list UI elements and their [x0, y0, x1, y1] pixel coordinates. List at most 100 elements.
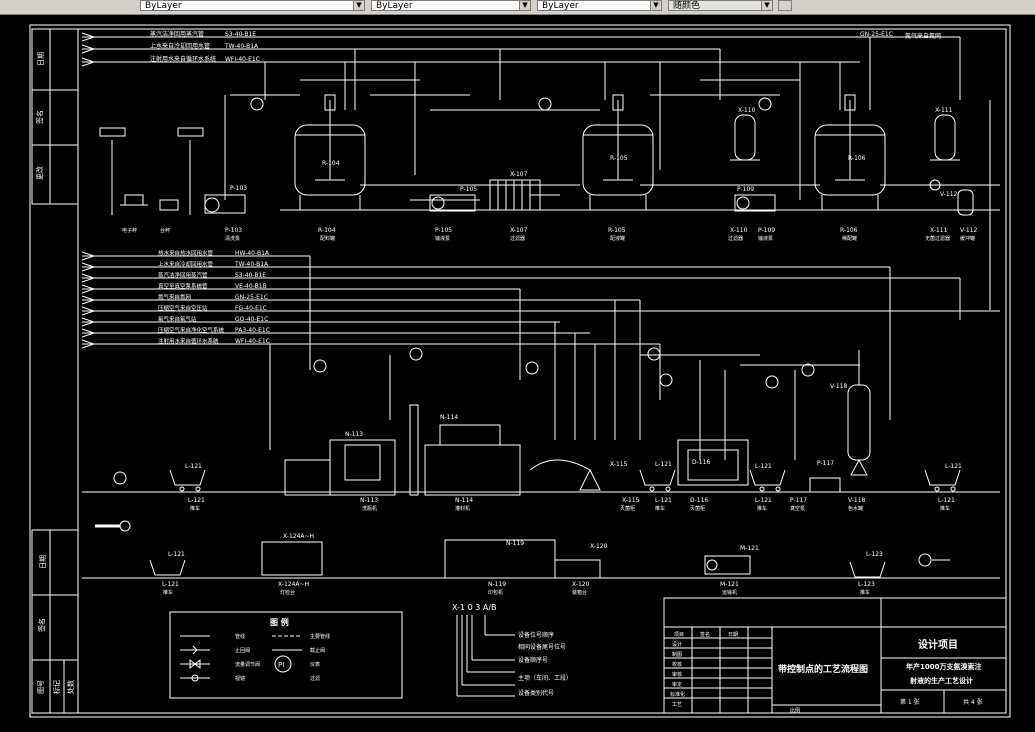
drawing-canvas[interactable]: 日期 签名 更改 日期 签名 图号 标记 处数 蒸汽洁净回用蒸汽管 S3-40-… [0, 15, 1035, 728]
r104-tag: R-104 [322, 160, 340, 167]
v112-top-tag: V-112 [940, 191, 958, 198]
balance1-label: 电子秤 [122, 227, 137, 234]
chevron-down-icon[interactable]: ▼ [353, 1, 364, 10]
title-block-row-4: 审核 [672, 671, 682, 678]
tag-explainer-line-3: 设备顺序号 [518, 656, 548, 664]
legend-item-8: 过滤 [310, 675, 320, 682]
top-line-tag-2: TW-40-B1A [224, 43, 259, 50]
legend-item-6: 仪表 [310, 661, 320, 668]
v118-tag2: V-118 [848, 497, 866, 504]
mid-line-tag-5: GN-25-E1C [235, 294, 268, 301]
p117-tag: P-117 [817, 460, 834, 467]
r106-tag: R-106 [848, 155, 866, 162]
sheet-total: 共 4 张 [963, 698, 983, 706]
x111-name: 无菌过滤器 [925, 235, 950, 242]
lineweight-combo[interactable]: ByLayer ▼ [537, 0, 662, 11]
title-block-row-7: 工艺 [672, 702, 682, 708]
plotstyle-combo[interactable]: 随颜色 ▼ [668, 0, 773, 11]
legend-item-7: 视镜 [235, 675, 245, 682]
legend-box [169, 611, 403, 699]
legend-item-4: 截止阀 [310, 647, 325, 654]
filter-x107 [489, 179, 541, 211]
top-line-tag-1: S3-40-B1E [225, 31, 256, 38]
x115-tag: X-115 [610, 461, 628, 468]
d116-name: 灭菌柜 [690, 505, 705, 512]
pump-p109 [734, 194, 776, 212]
p105-tag: P-105 [460, 186, 477, 193]
mid-line-label-5: 氮气来自氮网 [158, 293, 192, 301]
project-name-line1: 年产1000万支氨溴索注 [906, 662, 981, 671]
mid-line-label-2: 上水来自冷却回用水管 [158, 260, 214, 268]
pump-p105 [429, 194, 476, 212]
pump-p103 [204, 194, 246, 214]
x107-name: 过滤器 [510, 235, 525, 242]
chevron-down-icon[interactable]: ▼ [761, 1, 772, 10]
mid-line-tag-8: PA3-40-E1C [235, 327, 270, 334]
mid-line-tag-1: HW-40-B1A [235, 250, 270, 257]
n119-name: 印包机 [488, 589, 503, 596]
x107-top-tag: X-107 [510, 171, 528, 178]
left-margin-label-date2: 日期 [39, 555, 47, 569]
layer-combo-value: ByLayer [145, 1, 182, 11]
r106-name: 稀配罐 [842, 235, 857, 242]
scale-label: 比例 [790, 707, 800, 714]
mid-line-label-9: 注射用水来自循环水系统 [158, 337, 219, 345]
mid-l121-tag-d2: L-121 [938, 497, 955, 504]
v118-name: 色水罐 [848, 505, 863, 512]
m121-tag2: M-121 [720, 581, 739, 588]
p109-top-tag: P-109 [737, 186, 754, 193]
top-line-label-1: 蒸汽洁净回用蒸汽管 [150, 30, 204, 38]
mid-l121-name-c: 推车 [757, 505, 767, 512]
r106-name-tag: R-106 [840, 227, 858, 234]
left-margin-top [31, 28, 79, 205]
legend-title: 图 例 [270, 617, 289, 627]
left-margin-label-sign: 签名 [35, 110, 44, 124]
mid-line-label-4: 真空至真空泵系统管 [158, 282, 208, 290]
layer-combo[interactable]: ByLayer ▼ [140, 0, 365, 11]
d116-tag2: D-116 [690, 497, 708, 504]
title-block-row-5: 审定 [672, 681, 682, 688]
drawing-frame [29, 24, 1011, 718]
project-name-line2: 射液的生产工艺设计 [909, 676, 973, 685]
l123-tag2: L-123 [858, 581, 875, 588]
m121-name: 运输机 [722, 589, 737, 596]
mid-line-label-1: 热水来自热水回用水管 [158, 249, 214, 257]
bottom-production-line [82, 520, 1000, 579]
reactor-r106 [814, 94, 886, 210]
n114-name: 灌封机 [455, 505, 470, 512]
left-margin-label-mark: 标记 [52, 680, 61, 694]
left-margin-bottom [31, 529, 79, 714]
mid-l121-tag-b2: L-121 [655, 497, 672, 504]
left-margin-label-count: 处数 [66, 680, 75, 694]
x124-tag: X-124A~H [283, 533, 314, 540]
title-block [663, 597, 1007, 714]
top-right-line-tag: GN-25-E1C [860, 31, 893, 38]
p117-tag2: P-117 [790, 497, 807, 504]
l123-name: 推车 [860, 589, 870, 596]
x120-name: 装箱台 [572, 589, 587, 596]
mid-line-tag-6: FG-40-E1C [235, 305, 267, 312]
chevron-down-icon[interactable]: ▼ [650, 1, 661, 10]
tag-explainer-code: X-1 0 3 A/B [452, 603, 497, 612]
toolbar-extra-button[interactable] [778, 0, 792, 11]
x115-name: 灭菌柜 [620, 505, 635, 512]
top-line-label-3: 注射用水来自循环水系统 [150, 55, 216, 63]
tag-explainer-line-4: 主项（车间、工段） [518, 674, 572, 682]
mid-l121-name-a: 推车 [190, 505, 200, 512]
drawing-title: 带控制点的工艺流程图 [778, 663, 868, 675]
bottom-l121-name: 推车 [163, 589, 173, 596]
n114-tag2: N-114 [455, 497, 473, 504]
bottom-l121-tag2: L-121 [162, 581, 179, 588]
chevron-down-icon[interactable]: ▼ [519, 1, 530, 10]
r105-name: 配液罐 [610, 235, 625, 242]
p109-name-tag: P-109 [758, 227, 775, 234]
linetype-combo[interactable]: ByLayer ▼ [371, 0, 531, 11]
left-margin-label-change: 更改 [35, 166, 44, 180]
x111-top-tag: X-111 [935, 107, 953, 114]
p103-name: 清洗泵 [225, 235, 240, 242]
n113-tag: N-113 [345, 431, 363, 438]
title-block-header-2: 签名 [700, 631, 710, 638]
mid-l121-tag-d: L-121 [945, 463, 962, 470]
reactor-r105 [582, 94, 654, 210]
mid-line-label-3: 蒸汽洁净回用蒸汽管 [158, 271, 208, 279]
